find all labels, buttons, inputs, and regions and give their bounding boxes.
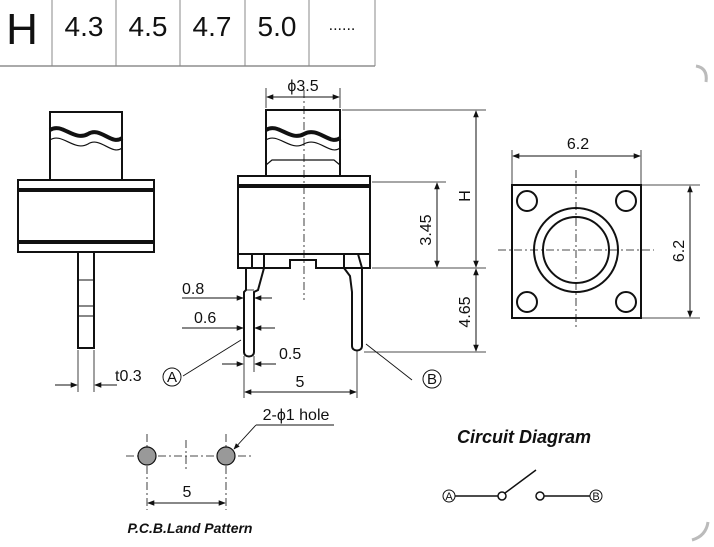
callout-b-label: B	[427, 371, 437, 388]
dim-h: H	[457, 190, 474, 202]
circuit-switch	[455, 469, 590, 501]
height-value-5-0: 5.0	[258, 11, 297, 42]
dim-phi-3-5-lines	[265, 88, 341, 108]
callout-a-circle	[162, 367, 182, 387]
page-corner-bottom	[691, 521, 710, 542]
callout-leaders	[182, 339, 413, 381]
dim-0-5: 0.5	[279, 346, 301, 363]
circuit-b-label: B	[592, 491, 599, 503]
dim-0-8: 0.8	[182, 281, 204, 298]
dim-6-2-depth: 6.2	[671, 240, 688, 262]
circuit-a-label: A	[445, 491, 453, 503]
pcb-land-pattern-title: P.C.B.Land Pattern	[128, 520, 253, 536]
dim-phi-3-5: ϕ3.5	[287, 78, 318, 95]
dim-0-6: 0.6	[194, 310, 216, 327]
pcb-land-pattern	[126, 424, 334, 510]
pcb-hole-left	[137, 446, 157, 466]
circuit-diagram-title: Circuit Diagram	[457, 427, 591, 447]
circuit-b-circle	[589, 489, 603, 503]
height-value-4-5: 4.5	[129, 11, 168, 42]
top-view	[498, 170, 654, 330]
page-corner-top	[695, 64, 708, 83]
callout-a-label: A	[167, 369, 177, 386]
height-value-4-3: 4.3	[65, 11, 104, 42]
height-value-4-7: 4.7	[193, 11, 232, 42]
dim-pin-lines	[182, 295, 358, 398]
dim-top-lines	[511, 150, 700, 319]
height-more: ......	[329, 17, 356, 34]
dim-hole-note: 2-ϕ1 hole	[263, 407, 330, 424]
side-view	[17, 111, 155, 392]
dim-6-2-width: 6.2	[567, 136, 589, 153]
dim-pcb-5: 5	[183, 484, 192, 501]
dim-5: 5	[296, 374, 305, 391]
dim-height-lines	[342, 109, 486, 353]
dim-4-65: 4.65	[457, 296, 474, 327]
height-table: H 4.3 4.5 4.7 5.0 ......	[0, 0, 376, 67]
front-view	[237, 90, 371, 358]
dim-3-45: 3.45	[418, 214, 435, 245]
circuit-a-circle	[442, 489, 456, 503]
pcb-hole-right	[216, 446, 236, 466]
callout-b-circle	[422, 369, 442, 389]
height-label: H	[6, 5, 38, 54]
dim-t0-3: t0.3	[115, 368, 142, 385]
